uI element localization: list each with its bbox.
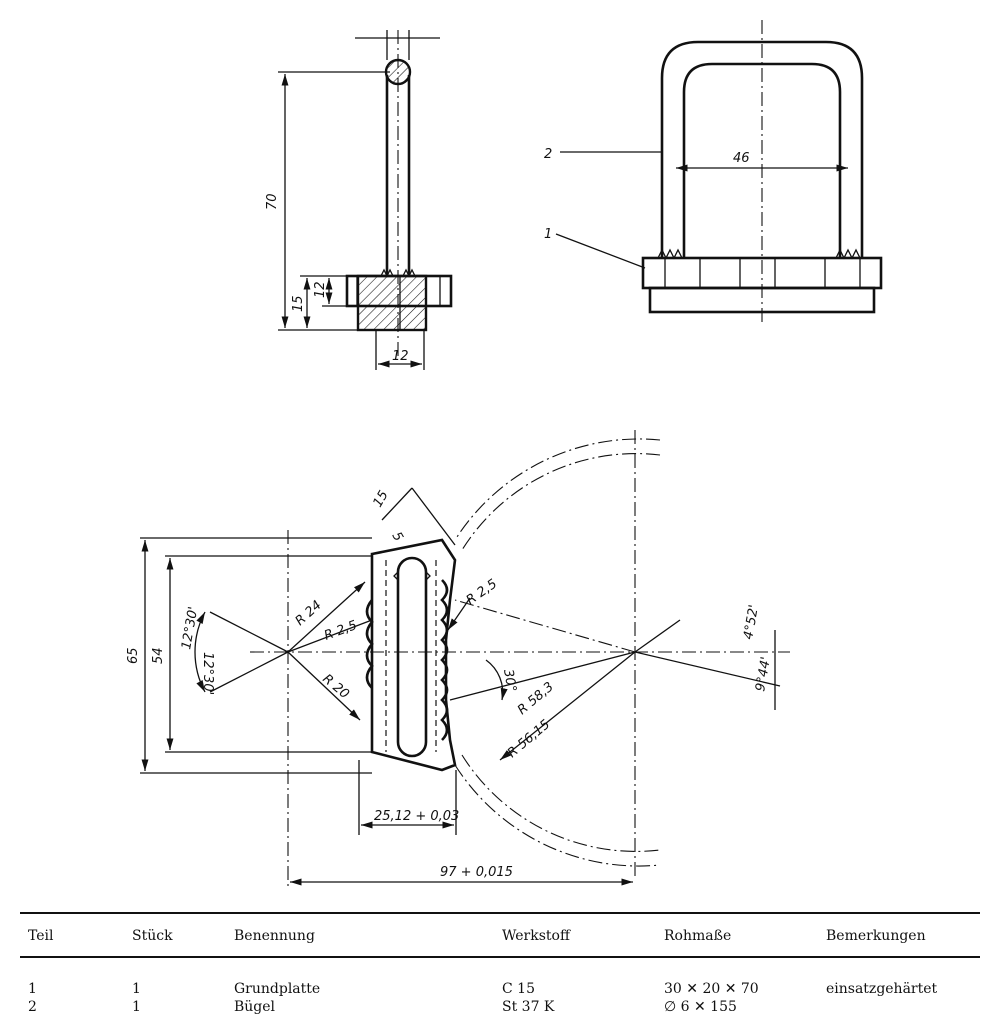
radius-2-5-right: R 2,5	[464, 577, 500, 609]
dim-15-side: 15	[291, 295, 306, 312]
cell	[818, 998, 980, 1016]
dim-25-12: 25,12 + 0,03	[374, 809, 459, 824]
cell: 1	[132, 981, 141, 997]
table-header-row: Teil Stück Benennung Werkstoff Rohmaße B…	[20, 912, 980, 958]
technical-drawing: 70 15 12 12 46 2 1	[126, 20, 883, 890]
dim-12-bottom: 12	[392, 349, 409, 364]
cell: C 15	[502, 981, 535, 997]
cell: Grundplatte	[234, 981, 321, 997]
radius-56-15: R 56,15	[505, 717, 553, 761]
radius-24: R 24	[293, 598, 325, 629]
cell: Bügel	[234, 999, 276, 1015]
dim-65: 65	[126, 647, 141, 664]
cell: einsatzgehärtet	[826, 981, 938, 997]
col-benennung: Benennung	[226, 912, 494, 958]
front-view	[555, 20, 883, 325]
part-label-1: 1	[544, 227, 552, 242]
dim-15-angle: 15	[370, 488, 391, 510]
col-bemerkungen: Bemerkungen	[818, 912, 980, 958]
col-stueck: Stück	[124, 912, 226, 958]
angle-9-44: 9°44'	[753, 656, 774, 693]
dim-12-side: 12	[313, 281, 328, 298]
angle-12-30-top: 12°30'	[179, 606, 201, 651]
col-rohmasse: Rohmaße	[656, 912, 818, 958]
dim-97: 97 + 0,015	[440, 865, 513, 880]
cell: ∅ 6 ✕ 155	[664, 999, 737, 1015]
cell: 1	[28, 981, 37, 997]
col-werkstoff: Werkstoff	[494, 912, 656, 958]
cell: 30 ✕ 20 ✕ 70	[664, 981, 759, 997]
dim-54: 54	[151, 647, 166, 664]
radius-58-3: R 58,3	[515, 679, 557, 718]
dim-70: 70	[265, 193, 280, 210]
radius-2-5-left: R 2,5	[322, 618, 359, 644]
col-teil: Teil	[20, 912, 124, 958]
angle-30: 30°	[500, 668, 519, 693]
dim-46: 46	[733, 151, 750, 166]
part-label-2: 2	[544, 147, 552, 162]
cell: St 37 K	[502, 999, 555, 1015]
dim-5: 5	[389, 530, 406, 545]
side-view	[278, 30, 453, 370]
cell: 1	[132, 999, 141, 1015]
plan-view	[140, 430, 790, 890]
parts-list-table: Teil Stück Benennung Werkstoff Rohmaße B…	[20, 912, 980, 1016]
angle-12-30-bottom: 12°30'	[200, 652, 215, 695]
table-row: 2 1 Bügel St 37 K ∅ 6 ✕ 155	[20, 998, 980, 1016]
cell: 2	[28, 999, 37, 1015]
table-row: 1 1 Grundplatte C 15 30 ✕ 20 ✕ 70 einsat…	[20, 957, 980, 998]
angle-4-52: 4°52'	[741, 604, 762, 641]
